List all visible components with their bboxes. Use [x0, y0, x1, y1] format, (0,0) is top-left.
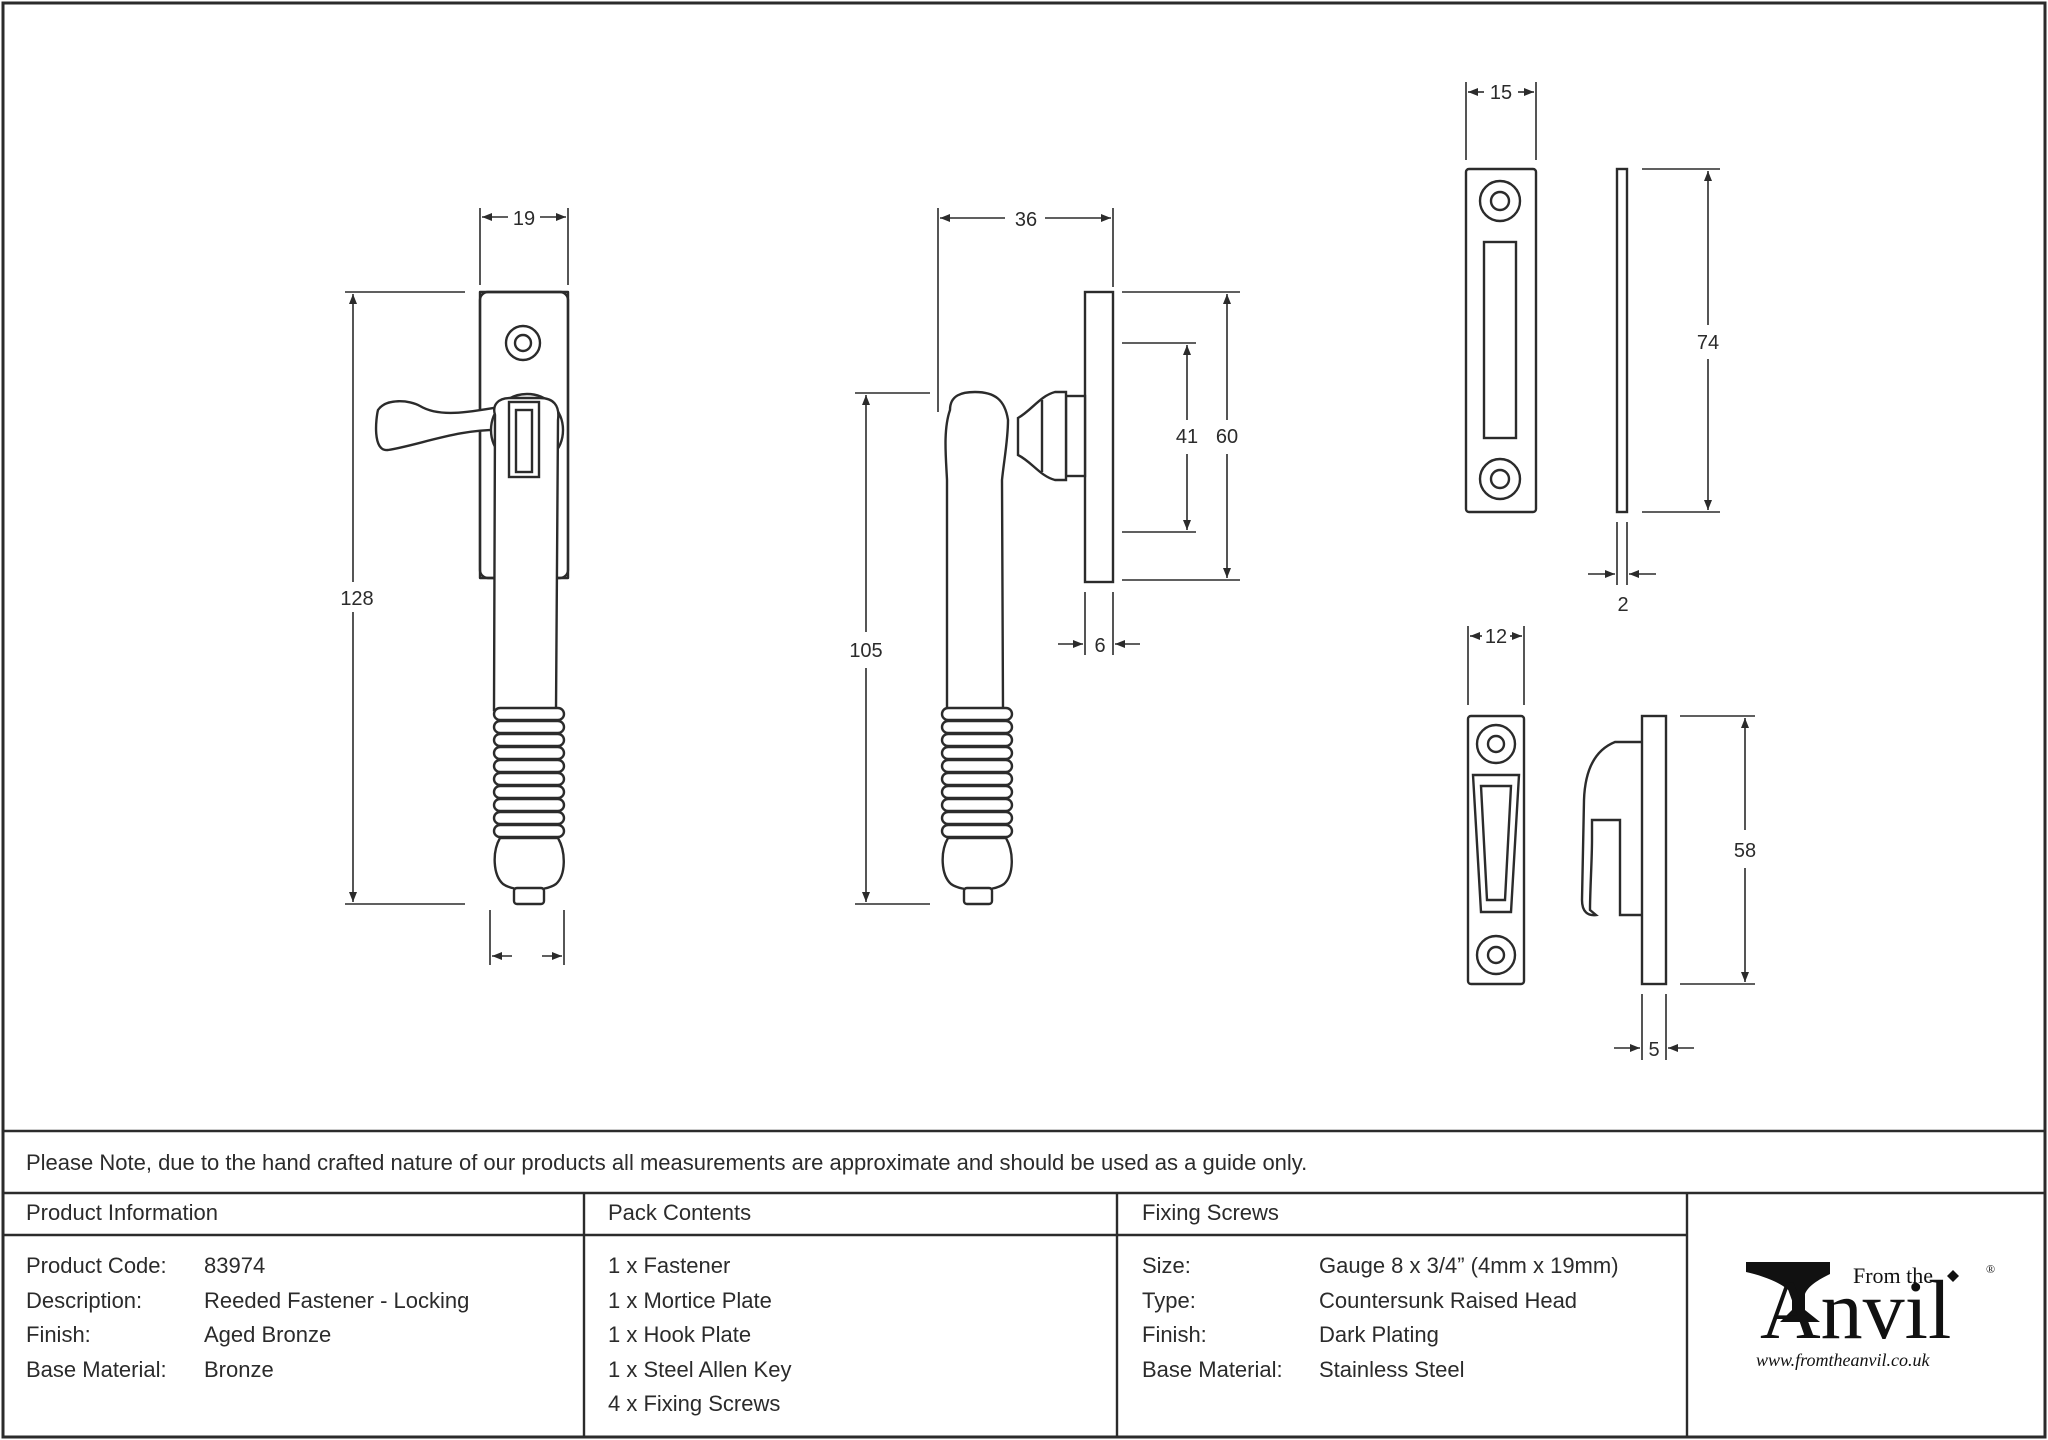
hook-plate-front: [1466, 714, 1526, 986]
hook-plate-dimensions: [1467, 626, 1755, 1060]
fastener-front-view: [374, 290, 570, 906]
mortice-plate-dimensions: [1465, 82, 1720, 585]
front-view-dimensions: [345, 208, 569, 965]
product-code-label: Product Code:: [26, 1253, 167, 1278]
pack-item: 1 x Fastener: [608, 1253, 730, 1278]
dim-128: 128: [340, 588, 373, 610]
dim-6: 6: [1094, 635, 1105, 657]
dim-5: 5: [1648, 1039, 1659, 1061]
pack-contents-heading: Pack Contents: [608, 1200, 751, 1225]
base-material-value: Bronze: [204, 1357, 274, 1382]
pack-item: 1 x Hook Plate: [608, 1322, 751, 1347]
description-label: Description:: [26, 1288, 142, 1313]
dim-36: 36: [1015, 209, 1037, 231]
side-reeded-grip: [940, 706, 1014, 839]
dim-60: 60: [1216, 426, 1238, 448]
hook-plate-side: [1580, 714, 1668, 986]
anvil-icon: [1746, 1262, 1830, 1322]
side-view-dimensions: [855, 208, 1240, 905]
finish-label: Finish:: [26, 1322, 91, 1347]
screw-size-value: Gauge 8 x 3/4” (4mm x 19mm): [1319, 1253, 1619, 1278]
dim-41: 41: [1176, 426, 1198, 448]
dim-12: 12: [1485, 626, 1507, 648]
finish-value: Aged Bronze: [204, 1322, 331, 1347]
screw-material-value: Stainless Steel: [1319, 1357, 1465, 1382]
product-code-value: 83974: [204, 1253, 265, 1278]
pack-item: 1 x Mortice Plate: [608, 1288, 772, 1313]
mortice-plate-front: [1464, 167, 1538, 514]
dim-19: 19: [513, 208, 535, 230]
screw-material-label: Base Material:: [1142, 1357, 1283, 1382]
dim-15: 15: [1490, 82, 1512, 104]
logo-from-the: From the: [1853, 1263, 1933, 1288]
base-material-label: Base Material:: [26, 1357, 167, 1382]
disclaimer-note: Please Note, due to the hand crafted nat…: [26, 1150, 1307, 1175]
fastener-side-view: [940, 290, 1115, 906]
logo-registered: ®: [1986, 1262, 1995, 1276]
logo-diamond: [1947, 1270, 1959, 1282]
dim-2: 2: [1617, 594, 1628, 616]
dim-105: 105: [849, 640, 882, 662]
reeded-grip: [492, 706, 566, 839]
dim-58: 58: [1734, 840, 1756, 862]
info-table-lines: [3, 1129, 2045, 1437]
pack-item: 1 x Steel Allen Key: [608, 1357, 791, 1382]
fixing-screws-heading: Fixing Screws: [1142, 1200, 1279, 1225]
description-value: Reeded Fastener - Locking: [204, 1288, 469, 1313]
product-info-heading: Product Information: [26, 1200, 218, 1225]
screw-type-value: Countersunk Raised Head: [1319, 1288, 1577, 1313]
mortice-plate-side: [1615, 167, 1629, 514]
logo-url: www.fromtheanvil.co.uk: [1756, 1350, 1930, 1370]
pack-item: 4 x Fixing Screws: [608, 1391, 780, 1416]
screw-size-label: Size:: [1142, 1253, 1191, 1278]
screw-finish-label: Finish:: [1142, 1322, 1207, 1347]
screw-type-label: Type:: [1142, 1288, 1196, 1313]
from-the-anvil-logo: From the ® Anvil www.fromtheanvil.co.uk: [1746, 1262, 1995, 1370]
screw-finish-value: Dark Plating: [1319, 1322, 1439, 1347]
dim-74: 74: [1697, 332, 1719, 354]
logo-anvil: Anvil: [1760, 1264, 1951, 1357]
